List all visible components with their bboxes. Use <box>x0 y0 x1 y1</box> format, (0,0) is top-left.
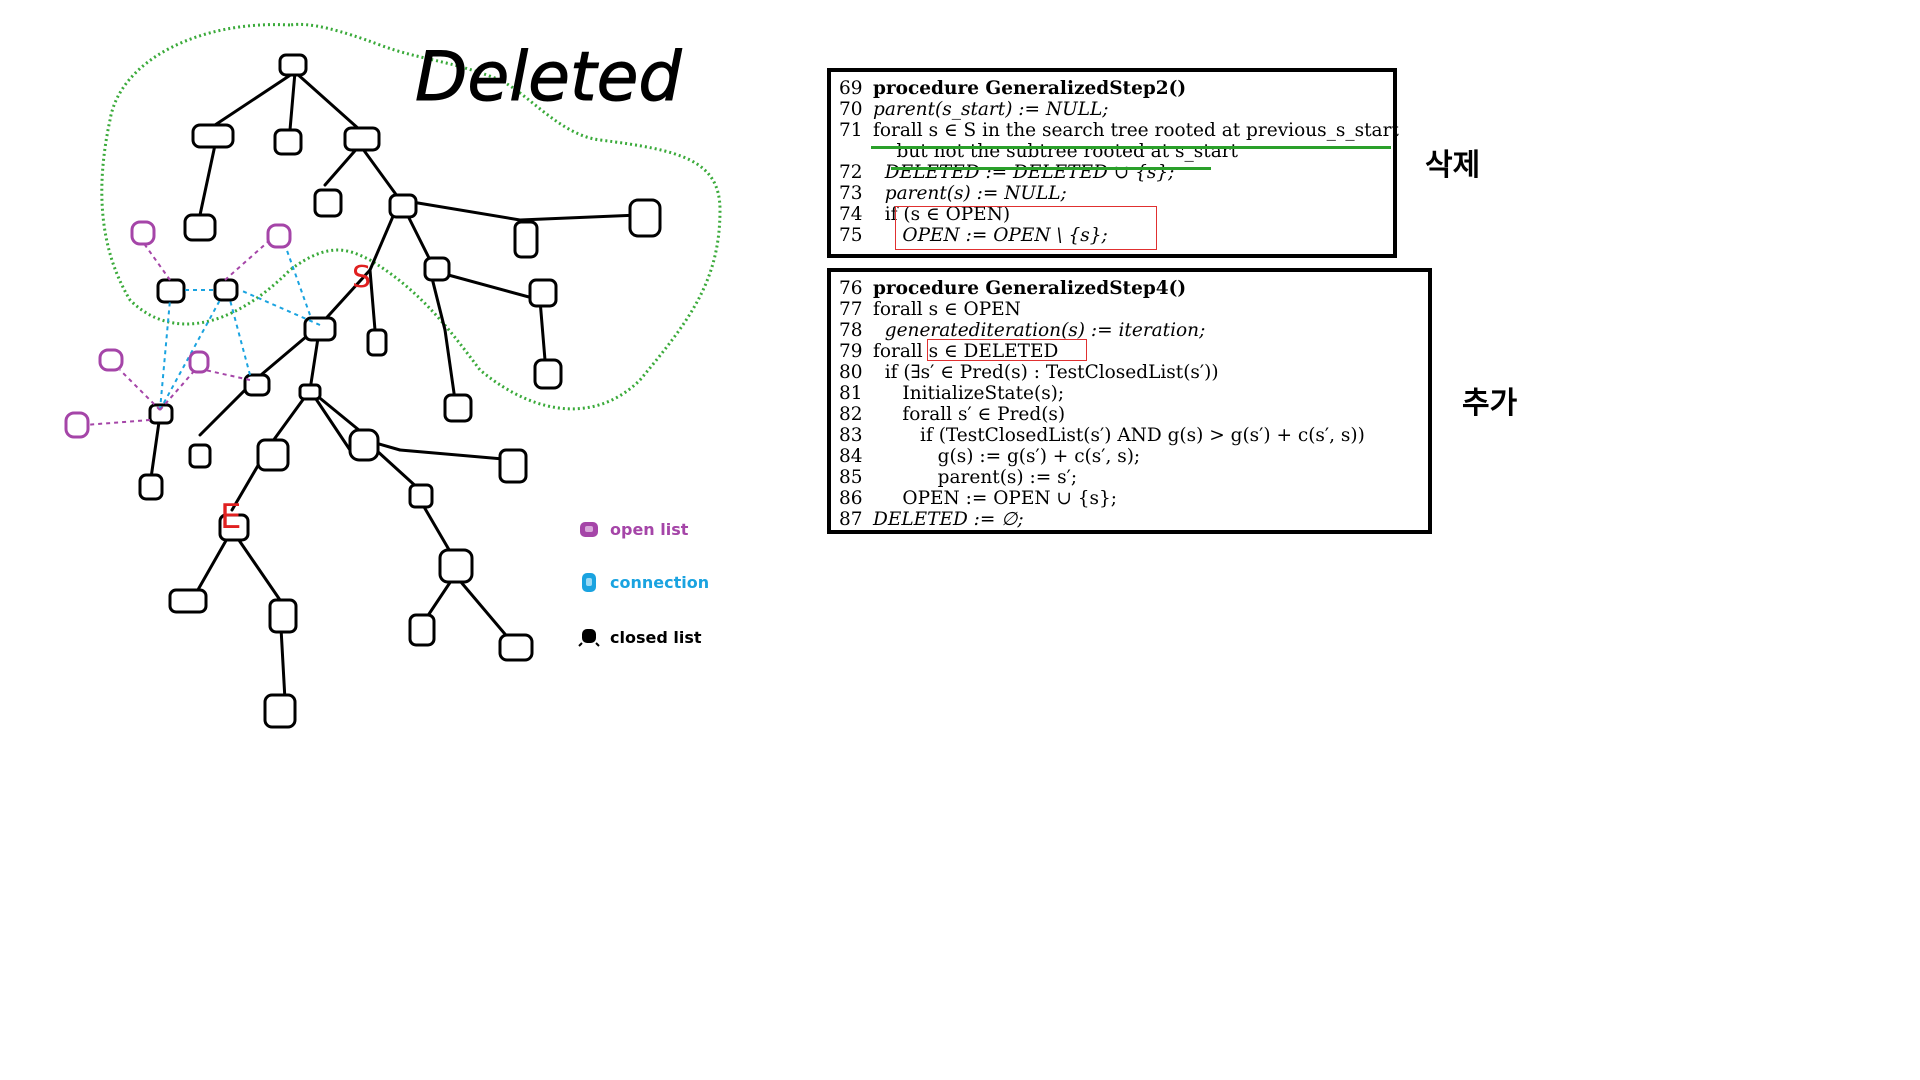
step4-line-86: 86 OPEN := OPEN ∪ {s}; <box>839 488 1118 509</box>
connection-edges <box>159 244 321 411</box>
deleted-label: Deleted <box>415 38 682 117</box>
step4-line-80: 80 if (∃s′ ∈ Pred(s) : TestClosedList(s′… <box>839 362 1219 383</box>
step2-strike-line-71-cont <box>891 167 1211 170</box>
legend-open-list: open list <box>578 518 688 540</box>
step2-line-74: 74 if (s ∈ OPEN) <box>839 204 1011 225</box>
step2-strike-line-71 <box>871 146 1391 149</box>
start-node-label: S <box>352 260 371 295</box>
step4-line-83: 83 if (TestClosedList(s′) AND g(s) > g(s… <box>839 425 1365 446</box>
step4-line-78: 78 generatediteration(s) := iteration; <box>839 320 1206 341</box>
step2-highlight-open-check <box>895 206 1157 250</box>
step4-line-84: 84 g(s) := g(s′) + c(s′, s); <box>839 446 1141 467</box>
step4-line-82: 82 forall s′ ∈ Pred(s) <box>839 404 1066 425</box>
step2-line-71-cont: but not the subtree rooted at s_start <box>873 141 1238 162</box>
step4-line-85: 85 parent(s) := s′; <box>839 467 1078 488</box>
tree-edges <box>148 70 642 702</box>
closed-list-nodes <box>138 53 662 729</box>
step4-line-81: 81 InitializeState(s); <box>839 383 1065 404</box>
legend-closed-list-label: closed list <box>610 627 702 647</box>
step2-line-75: 75 OPEN := OPEN \ {s}; <box>839 225 1108 246</box>
legend-connection-label: connection <box>610 572 710 592</box>
connection-node-icon <box>582 573 596 592</box>
step4-highlight-deleted-loop <box>927 339 1087 361</box>
step2-side-label: 삭제 <box>1425 148 1481 183</box>
closed-list-node-icon <box>578 629 600 647</box>
open-list-node-icon <box>580 522 598 537</box>
open-list-edges <box>84 239 271 426</box>
step2-line-73: 73 parent(s) := NULL; <box>839 183 1067 204</box>
legend-closed-list: closed list <box>578 626 702 648</box>
legend-open-list-label: open list <box>610 519 689 539</box>
open-list-nodes <box>64 220 292 439</box>
end-node-label: E <box>220 497 241 537</box>
step2-line-72: 72 DELETED := DELETED ∪ {s}; <box>839 162 1175 183</box>
legend-connection: connection <box>578 571 709 593</box>
step4-side-label: 추가 <box>1462 386 1518 421</box>
